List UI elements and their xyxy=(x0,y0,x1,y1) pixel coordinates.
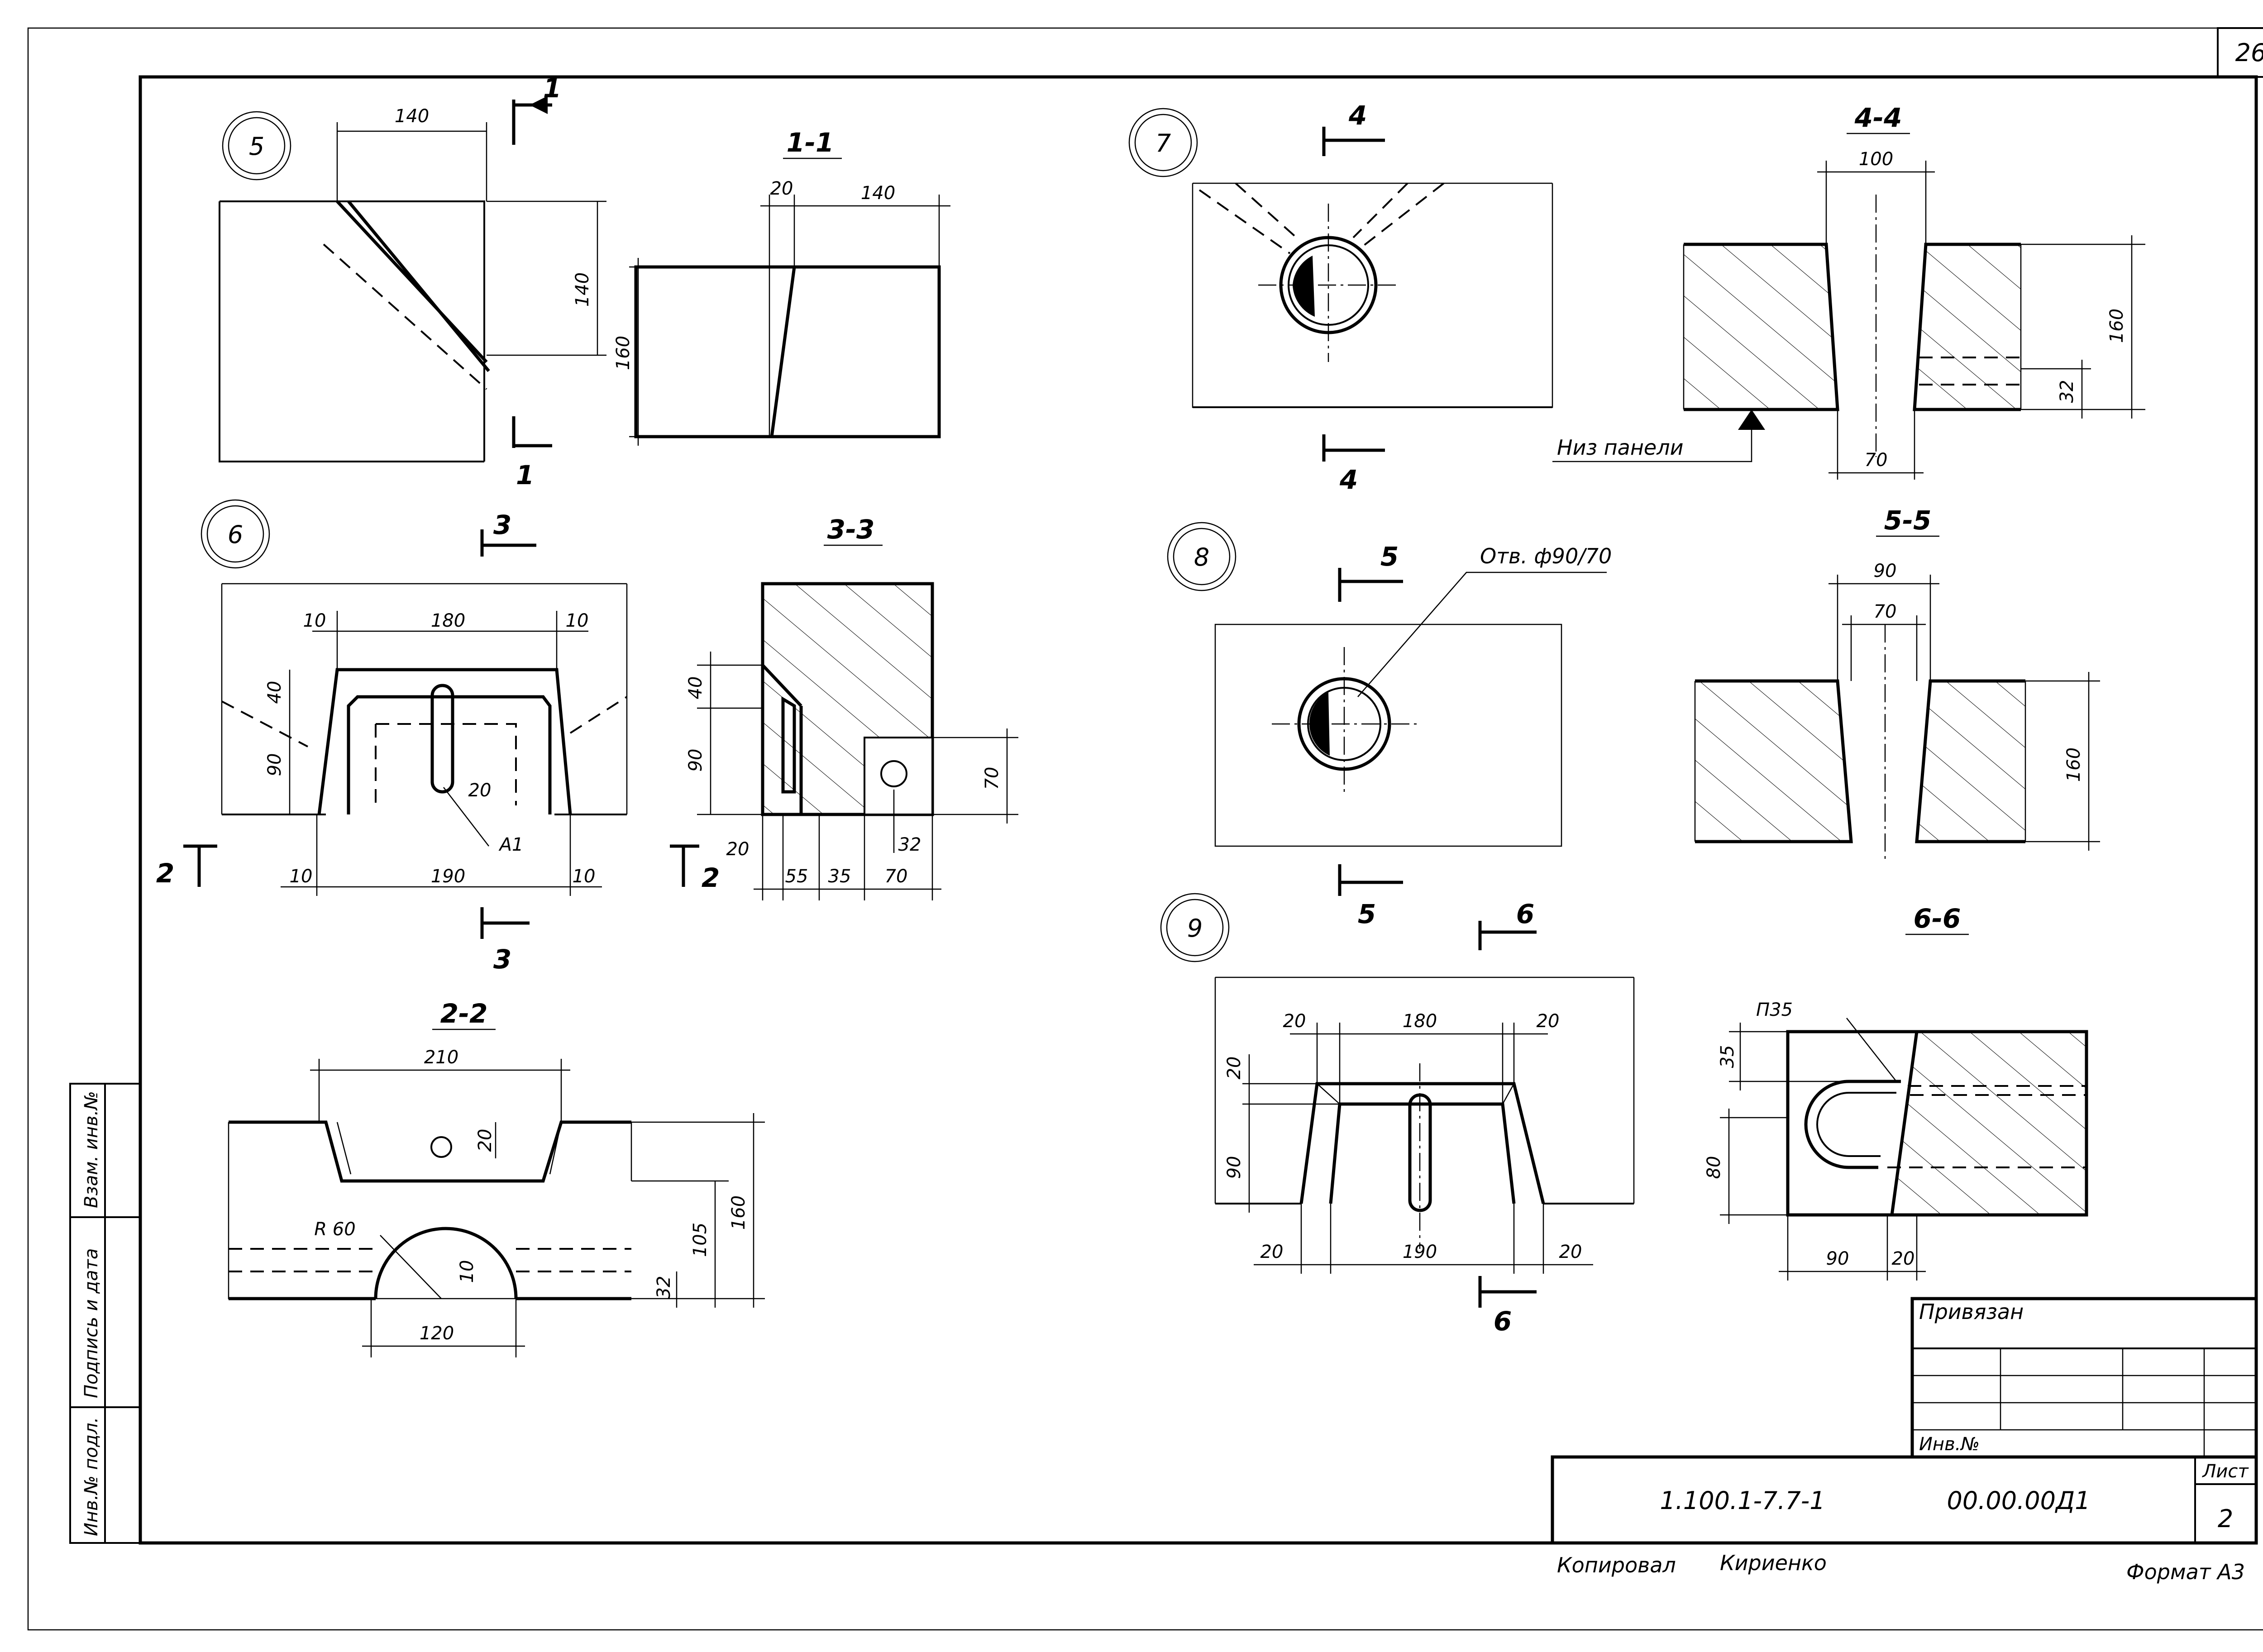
section-5-5-title: 5-5 xyxy=(1884,505,1932,536)
dim-3-3-b35: 35 xyxy=(828,866,851,887)
dim-2-2-r60: R 60 xyxy=(314,1219,355,1240)
cut-4-bottom: 4 xyxy=(1339,464,1358,495)
cut-5-bottom: 5 xyxy=(1358,899,1376,929)
view-8-label: 8 xyxy=(1194,543,1209,571)
dim-v5-top: 140 xyxy=(395,106,429,127)
dim-5-5-90: 90 xyxy=(1874,561,1897,581)
dim-v6-top-l: 10 xyxy=(303,610,326,631)
dim-v9-bot-m: 190 xyxy=(1403,1242,1437,1262)
dim-1-1-140: 140 xyxy=(861,183,895,204)
dim-3-3-b20: 20 xyxy=(726,839,750,860)
dim-2-2-120: 120 xyxy=(420,1323,454,1344)
dim-2-2-105: 105 xyxy=(690,1223,711,1257)
dim-v6-top-r: 10 xyxy=(566,610,589,631)
label-a1: A1 xyxy=(498,834,524,855)
stamp-vzam-inv: Взам. инв.№ xyxy=(81,1091,102,1208)
dim-3-3-70: 70 xyxy=(982,767,1003,790)
dim-v6-20: 20 xyxy=(468,780,492,801)
section-4-4-title: 4-4 xyxy=(1854,102,1902,133)
dim-2-2-210: 210 xyxy=(424,1047,458,1068)
dim-v9-90: 90 xyxy=(1224,1156,1245,1179)
cut-3-top: 3 xyxy=(493,509,511,540)
outer-frame xyxy=(27,27,2263,1631)
dim-2-2-32: 32 xyxy=(654,1276,674,1299)
section-2-2-title: 2-2 xyxy=(440,998,488,1029)
dim-5-5-70: 70 xyxy=(1874,601,1897,622)
view-7-label: 7 xyxy=(1155,129,1171,157)
stamp-inv-podl: Инв.№ подл. xyxy=(81,1417,102,1536)
title-block: Привязан Инв.№ 1.100.1-7.7-1 00.00.00Д1 … xyxy=(1551,1297,2258,1584)
cut-6-top: 6 xyxy=(1516,899,1534,929)
section-6-6-title: 6-6 xyxy=(1914,903,1961,934)
dim-v9-bot-l: 20 xyxy=(1260,1242,1284,1262)
dim-4-4-70: 70 xyxy=(1865,450,1888,471)
list-label: Лист xyxy=(2201,1461,2249,1482)
dim-v6-bot-m: 190 xyxy=(431,866,465,887)
cut-2-left: 2 xyxy=(156,858,174,889)
inv-no-label: Инв.№ xyxy=(1919,1434,1980,1455)
dim-2-2-20: 20 xyxy=(475,1129,496,1152)
dim-2-2-160: 160 xyxy=(728,1195,749,1230)
dim-3-3-90: 90 xyxy=(685,749,706,772)
dim-v6-bot-l: 10 xyxy=(290,866,313,887)
dim-4-4-100: 100 xyxy=(1859,149,1893,170)
view-7: 7 4 4 4-4 100 160 32 70 xyxy=(1128,100,2145,495)
dim-3-3-b55: 55 xyxy=(785,866,808,887)
dim-v9-top-r: 20 xyxy=(1537,1011,1560,1032)
dim-4-4-32: 32 xyxy=(2057,380,2077,403)
page-number: 26 xyxy=(2235,38,2263,67)
view-6: 6 10 180 10 10 190 10 40 90 20 A1 3 3 2 … xyxy=(156,499,1018,1357)
cut-5-top: 5 xyxy=(1380,541,1399,572)
note-hole: Отв. ф90/70 xyxy=(1480,544,1612,568)
section-3-3-title: 3-3 xyxy=(827,514,875,545)
copied-by-label: Копировал xyxy=(1557,1553,1676,1577)
dim-v6-bot-r: 10 xyxy=(573,866,596,887)
view-9: 9 20 180 20 20 90 20 190 20 6 6 6-6 xyxy=(1160,893,2088,1337)
stamp-podpis-data: Подпись и дата xyxy=(81,1248,102,1398)
note-niz-paneli: Низ панели xyxy=(1557,435,1684,460)
dim-v6-90: 90 xyxy=(264,753,285,776)
cut-3-bottom: 3 xyxy=(493,944,511,975)
dim-v6-top-m: 180 xyxy=(431,610,465,631)
dim-v9-top-m: 180 xyxy=(1403,1011,1437,1032)
section-1-1-title: 1-1 xyxy=(787,127,834,158)
list-number: 2 xyxy=(2218,1504,2233,1533)
dim-6-6-p35: П35 xyxy=(1756,1000,1793,1020)
document-code: 00.00.00Д1 xyxy=(1947,1486,2090,1515)
dim-2-2-10: 10 xyxy=(457,1260,477,1283)
cut-2-right: 2 xyxy=(702,862,720,893)
dim-6-6-20: 20 xyxy=(1892,1248,1915,1269)
dim-3-3-b70: 70 xyxy=(885,866,908,887)
cut-1-top: 1 xyxy=(543,73,561,104)
view-5-label: 5 xyxy=(249,132,264,161)
dim-v9-20: 20 xyxy=(1224,1057,1245,1080)
dim-6-6-35: 35 xyxy=(1717,1045,1738,1068)
dim-6-6-90: 90 xyxy=(1826,1248,1849,1269)
dim-4-4-160: 160 xyxy=(2106,309,2127,343)
view-8: 8 Отв. ф90/70 5 5 5-5 90 70 160 xyxy=(1167,505,2100,929)
cut-1-bottom: 1 xyxy=(516,460,534,490)
view-5: 5 140 140 1 1 1-1 20 140 160 xyxy=(219,73,950,490)
dim-3-3-40: 40 xyxy=(685,676,706,700)
dim-1-1-160: 160 xyxy=(613,336,634,370)
page-number-box xyxy=(2217,27,2263,78)
dim-v9-top-l: 20 xyxy=(1283,1011,1306,1032)
format-label: Формат А3 xyxy=(2126,1560,2245,1584)
cut-4-top: 4 xyxy=(1348,100,1367,131)
dim-5-5-160: 160 xyxy=(2063,747,2084,782)
dim-1-1-20: 20 xyxy=(770,178,793,199)
cut-6-bottom: 6 xyxy=(1494,1306,1512,1337)
designation: 1.100.1-7.7-1 xyxy=(1660,1486,1825,1515)
view-6-label: 6 xyxy=(228,520,243,549)
dim-v6-40: 40 xyxy=(264,681,285,704)
view-9-label: 9 xyxy=(1187,914,1203,943)
dim-3-3-b32: 32 xyxy=(898,834,921,855)
dim-6-6-80: 80 xyxy=(1704,1156,1724,1179)
dim-v5-side: 140 xyxy=(572,272,593,307)
dim-v9-bot-r: 20 xyxy=(1559,1242,1582,1262)
copied-by-name: Кириенко xyxy=(1720,1551,1827,1575)
privyazan-label: Привязан xyxy=(1919,1300,2024,1324)
side-stamp: Взам. инв.№ Подпись и дата Инв.№ подл. xyxy=(69,1083,141,1544)
